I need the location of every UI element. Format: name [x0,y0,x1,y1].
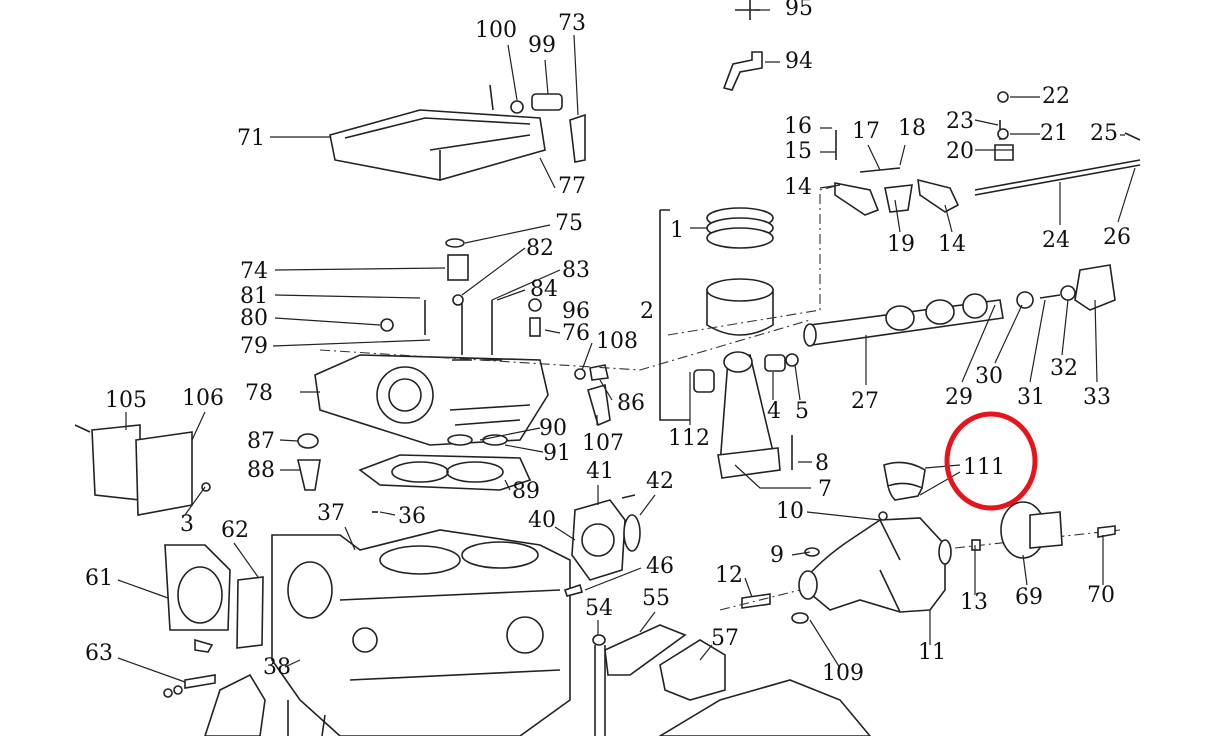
part-label[interactable]: 75 [555,211,583,236]
part-label[interactable]: 79 [240,334,268,359]
part-label-highlighted[interactable]: 111 [963,455,1005,480]
part-label[interactable]: 61 [85,566,113,591]
part-label[interactable]: 15 [784,139,812,164]
part-label[interactable]: 12 [715,563,743,588]
part-label[interactable]: 22 [1042,84,1070,109]
part-label[interactable]: 27 [851,389,879,414]
part-label[interactable]: 7 [818,477,832,502]
part-label[interactable]: 38 [263,655,291,680]
part-label[interactable]: 37 [317,501,345,526]
part-label[interactable]: 4 [767,399,781,424]
leader-lines [117,9,1136,683]
part-label[interactable]: 33 [1083,385,1111,410]
part-label[interactable]: 90 [539,416,567,441]
part-label[interactable]: 95 [785,0,813,21]
part-label[interactable]: 9 [770,543,784,568]
part-label[interactable]: 23 [946,109,974,134]
part-label[interactable]: 106 [182,386,224,411]
part-label[interactable]: 62 [221,518,249,543]
part-label[interactable]: 69 [1015,585,1043,610]
part-label[interactable]: 99 [528,33,556,58]
part-label[interactable]: 24 [1042,228,1070,253]
part-label[interactable]: 96 [562,299,590,324]
part-label[interactable]: 26 [1103,225,1131,250]
part-label[interactable]: 105 [105,388,147,413]
part-label[interactable]: 70 [1087,583,1115,608]
part-labels: 100 99 73 95 94 71 77 22 16 17 18 23 21 … [85,0,1131,686]
part-label[interactable]: 14 [784,175,812,200]
part-label[interactable]: 71 [237,126,265,151]
part-label[interactable]: 77 [558,174,586,199]
part-label[interactable]: 17 [852,119,880,144]
part-drawings [74,0,1141,736]
part-label[interactable]: 54 [585,596,613,621]
part-label[interactable]: 32 [1050,356,1078,381]
part-label[interactable]: 55 [642,586,670,611]
part-label[interactable]: 19 [887,232,915,257]
part-label[interactable]: 2 [640,299,654,324]
part-label[interactable]: 3 [180,512,194,537]
part-label[interactable]: 21 [1040,121,1068,146]
part-label[interactable]: 74 [240,259,268,284]
part-label[interactable]: 57 [711,626,739,651]
part-label[interactable]: 73 [558,11,586,36]
part-label[interactable]: 10 [776,499,804,524]
part-label[interactable]: 11 [918,640,946,665]
part-label[interactable]: 83 [562,258,590,283]
part-label[interactable]: 36 [398,504,426,529]
part-label[interactable]: 41 [586,459,614,484]
part-label[interactable]: 40 [528,508,556,533]
part-label[interactable]: 82 [526,236,554,261]
part-label[interactable]: 8 [815,451,829,476]
part-label[interactable]: 78 [245,381,273,406]
part-label[interactable]: 31 [1017,385,1045,410]
part-label[interactable]: 94 [785,49,813,74]
part-label[interactable]: 86 [617,391,645,416]
part-label[interactable]: 84 [530,277,558,302]
part-label[interactable]: 1 [670,218,684,243]
part-label[interactable]: 100 [475,18,517,43]
part-label[interactable]: 81 [240,284,268,309]
part-label[interactable]: 20 [946,139,974,164]
part-label[interactable]: 109 [822,661,864,686]
part-label[interactable]: 25 [1090,121,1118,146]
part-label[interactable]: 14 [938,232,966,257]
highlight-circle [944,411,1038,511]
part-label[interactable]: 5 [795,399,809,424]
part-label[interactable]: 18 [898,116,926,141]
part-label[interactable]: 91 [543,441,571,466]
part-label[interactable]: 108 [596,329,638,354]
part-label[interactable]: 112 [668,426,710,451]
part-label[interactable]: 16 [784,114,812,139]
part-label[interactable]: 30 [975,364,1003,389]
part-label[interactable]: 13 [960,590,988,615]
part-label[interactable]: 80 [240,306,268,331]
part-label[interactable]: 89 [512,479,540,504]
part-label[interactable]: 42 [646,469,674,494]
part-label[interactable]: 87 [247,429,275,454]
part-label[interactable]: 88 [247,458,275,483]
part-label[interactable]: 29 [945,385,973,410]
part-label[interactable]: 63 [85,641,113,666]
part-label[interactable]: 76 [562,321,590,346]
part-label[interactable]: 46 [646,554,674,579]
part-label[interactable]: 107 [582,431,624,456]
